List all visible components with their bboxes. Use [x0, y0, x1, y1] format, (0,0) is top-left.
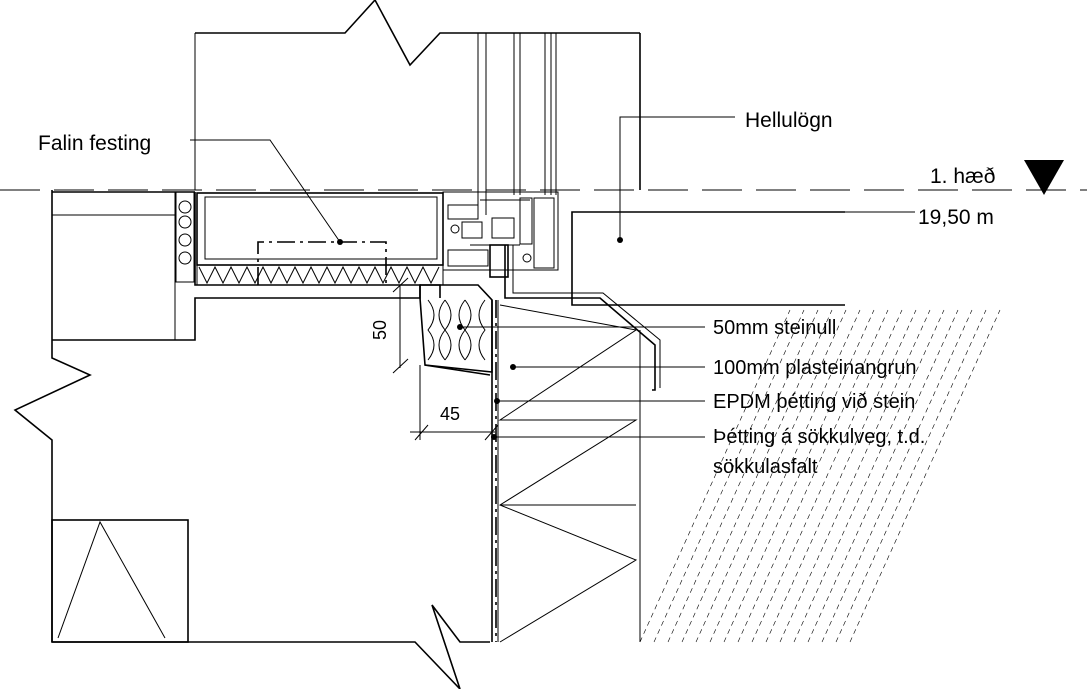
label-thetting-line1: Þétting á sökkulveg, t.d.	[713, 426, 925, 448]
label-thetting-line2: sökkulasfalt	[713, 456, 818, 478]
dimension-lines	[392, 277, 499, 441]
hatch-line	[821, 309, 973, 643]
leader-lines	[190, 116, 735, 440]
hatch-line	[751, 309, 903, 643]
hatch-line	[695, 309, 847, 643]
hatch-line	[667, 309, 819, 643]
hatch-line	[723, 309, 875, 643]
label-steinull: 50mm steinull	[713, 317, 836, 339]
hatch-line	[737, 309, 889, 643]
hatch-line	[835, 309, 987, 643]
floor-slab-outline	[13, 0, 641, 689]
foundation-insulation	[419, 284, 641, 643]
hatch-line	[793, 309, 945, 643]
hatch-line	[807, 309, 959, 643]
label-epdm: EPDM þétting við stein	[713, 391, 915, 413]
label-level-value: 19,50 m	[918, 206, 994, 229]
ground-hatching	[639, 309, 1001, 643]
label-hellulogn: Hellulögn	[745, 109, 833, 132]
hatch-line	[681, 309, 833, 643]
down-triangle-icon	[1024, 160, 1064, 195]
hidden-bracket	[196, 192, 444, 285]
hatch-line	[709, 309, 861, 643]
label-plasteinangrun: 100mm plasteinangrun	[713, 357, 916, 379]
dimension-50: 50	[370, 320, 390, 340]
label-level-name: 1. hæð	[930, 165, 995, 188]
hatch-line	[765, 309, 917, 643]
insulation-strip	[175, 191, 444, 286]
window-frame	[442, 33, 559, 278]
hatch-line	[639, 309, 791, 643]
label-falin-festing: Falin festing	[38, 132, 151, 155]
flashing	[504, 245, 661, 391]
dimension-45: 45	[440, 404, 460, 424]
hatch-line	[779, 309, 931, 643]
hatch-line	[653, 309, 805, 643]
hatch-line	[849, 309, 1001, 643]
paving-slab	[571, 211, 845, 306]
